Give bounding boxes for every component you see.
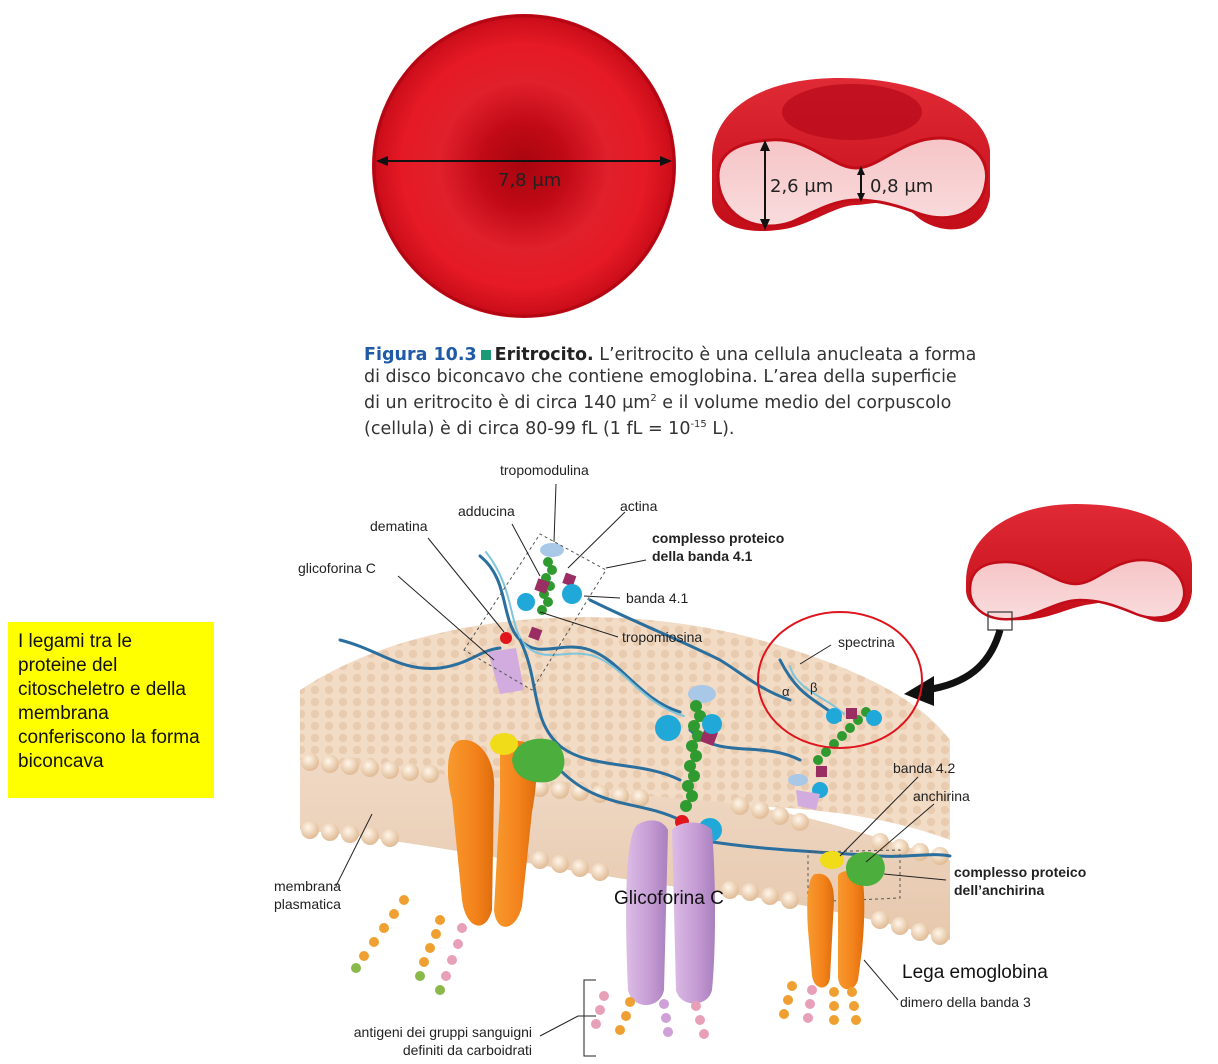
label-antigeni-line2: definiti da carboidrati: [402, 1042, 532, 1058]
label-adducina: adducina: [458, 503, 515, 519]
label-banda-41: banda 4.1: [626, 590, 689, 606]
label-banda-42: banda 4.2: [893, 760, 956, 776]
highlight-circle: [757, 611, 923, 749]
leader-lines: [335, 483, 947, 1057]
carbohydrate-chains: [351, 895, 861, 1039]
label-dematina: dematina: [370, 518, 428, 534]
thickness-label: 2,6 μm: [770, 176, 834, 197]
label-tropomodulina: tropomodulina: [500, 462, 589, 478]
square-bullet-icon: [480, 349, 491, 360]
label-complesso-anchirina-line2: dell’anchirina: [954, 882, 1045, 898]
glycophorin-c-protein: [626, 820, 715, 1005]
label-complesso-41-line2: della banda 4.1: [652, 548, 753, 564]
note-box: I legami tra le proteine del citoschelet…: [8, 622, 214, 798]
label-membrana-line1: membrana: [274, 878, 341, 894]
label-spectrina: spectrina: [838, 634, 895, 650]
actin-complex-top: [488, 543, 582, 694]
label-membrana-line2: plasmatica: [274, 896, 341, 912]
complex-41-box: [463, 533, 607, 691]
rbc-small-section: [904, 504, 1192, 706]
label-tropomiosina: tropomiosina: [622, 629, 703, 645]
band3-protein-right: [807, 851, 885, 990]
lipid-heads-top: [301, 753, 949, 865]
spectrin-network: [338, 551, 952, 858]
label-complesso-41-line1: complesso proteico: [652, 530, 785, 546]
actin-complex-small: [788, 707, 882, 810]
band3-protein-left: [447, 733, 565, 927]
label-complesso-anchirina-line1: complesso proteico: [954, 864, 1087, 880]
diameter-label: 7,8 μm: [498, 170, 562, 191]
label-dimero-banda3: dimero della banda 3: [900, 994, 1031, 1010]
rbc-section-view: [712, 78, 990, 232]
label-glicoforina-c-big: Glicoforina C: [614, 888, 724, 909]
label-antigeni-line1: antigeni dei gruppi sanguigni: [353, 1024, 532, 1040]
complex-ankyrin-box: [807, 849, 901, 903]
label-beta: β: [810, 680, 818, 695]
label-lega-emoglobina: Lega emoglobina: [902, 962, 1048, 983]
label-actina: actina: [620, 498, 658, 514]
label-anchirina: anchirina: [913, 788, 970, 804]
label-alpha: α: [782, 684, 790, 699]
label-glicoforina-c-small: glicoforina C: [298, 560, 376, 576]
rbc-face-view: [372, 14, 676, 318]
center-thickness-label: 0,8 μm: [870, 176, 934, 197]
figure-number: Figura 10.3: [364, 345, 477, 365]
figure-title: Eritrocito.: [494, 345, 594, 365]
